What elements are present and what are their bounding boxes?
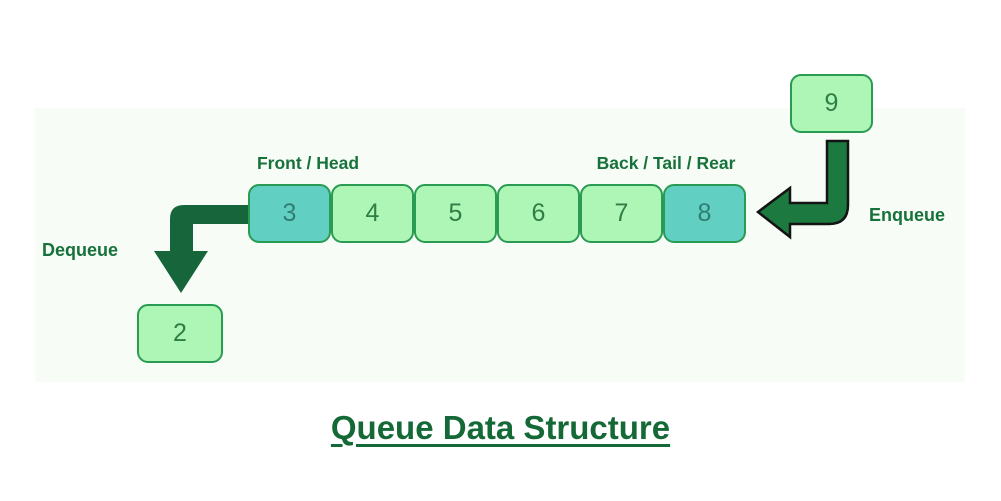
queue-cell: 6 bbox=[497, 184, 580, 243]
queue-cell: 5 bbox=[414, 184, 497, 243]
queue-row: 3 4 5 6 7 8 bbox=[248, 184, 746, 243]
dequeue-item-cell: 2 bbox=[137, 304, 223, 363]
front-head-label: Front / Head bbox=[256, 153, 360, 173]
back-tail-rear-label: Back / Tail / Rear bbox=[596, 153, 736, 173]
enqueue-label: Enqueue bbox=[869, 205, 946, 225]
queue-cell: 3 bbox=[248, 184, 331, 243]
queue-cell: 4 bbox=[331, 184, 414, 243]
enqueue-arrow bbox=[755, 139, 850, 240]
queue-cell: 8 bbox=[663, 184, 746, 243]
dequeue-arrow bbox=[154, 205, 249, 293]
page-title: Queue Data Structure bbox=[330, 409, 671, 446]
queue-cell: 7 bbox=[580, 184, 663, 243]
dequeue-label: Dequeue bbox=[42, 240, 119, 260]
enqueue-item-cell: 9 bbox=[790, 74, 873, 133]
